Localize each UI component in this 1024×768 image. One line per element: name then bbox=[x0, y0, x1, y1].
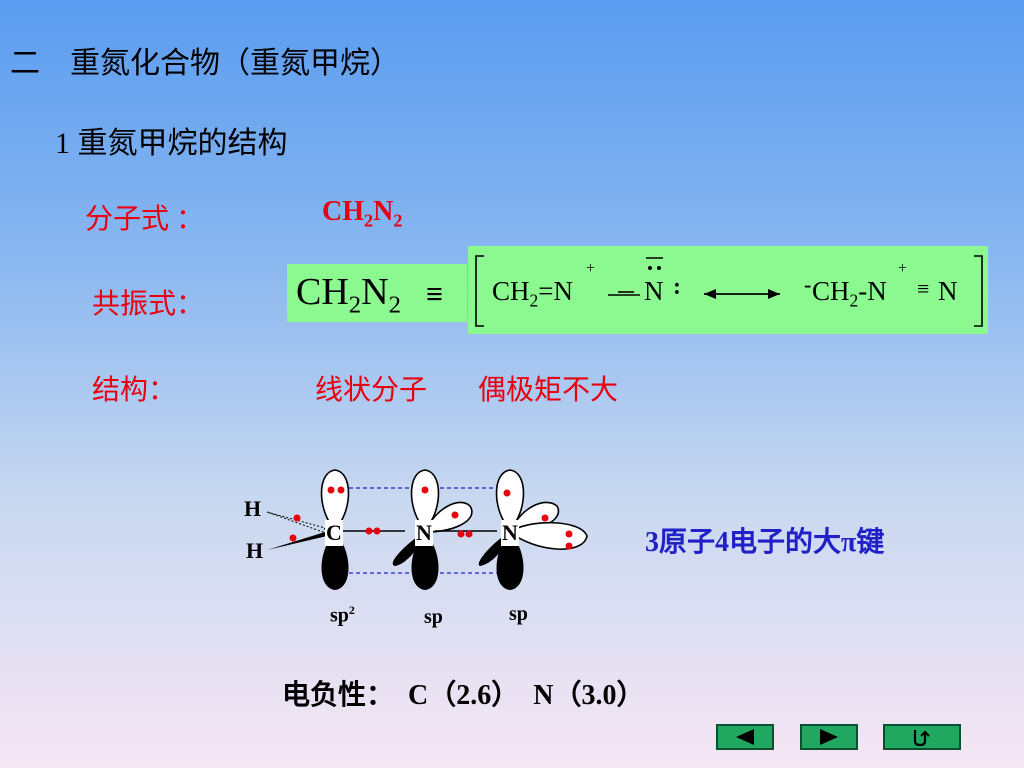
formula-label: 分子式 ： bbox=[85, 204, 205, 235]
resonance-form-2: CH2-N bbox=[812, 276, 887, 311]
r1-plus-charge: + bbox=[586, 260, 596, 277]
hybridization-n2: sp bbox=[509, 603, 528, 625]
n1-sp-lobe bbox=[423, 501, 473, 533]
h-atom-upper: H bbox=[244, 496, 262, 521]
hybridization-n1: sp bbox=[424, 606, 443, 628]
next-slide-button[interactable] bbox=[800, 724, 858, 750]
electronegativity: 电负性： C（2.6） N（3.0） bbox=[282, 680, 645, 711]
lone-pair-dot bbox=[657, 266, 661, 270]
right-bracket bbox=[974, 255, 983, 327]
slide-title: 二 重氮化合物（重氮甲烷） bbox=[10, 47, 400, 80]
return-button[interactable] bbox=[883, 724, 961, 750]
r2-plus-charge: + bbox=[898, 260, 908, 277]
structure-label: 结构： bbox=[92, 375, 177, 406]
lone-pair-dot bbox=[648, 266, 652, 270]
resonance-lhs-formula: CH2N2 bbox=[296, 271, 401, 319]
n2-sp-lobe-right bbox=[508, 521, 588, 550]
c-h-wedge-bond bbox=[267, 532, 327, 550]
c-p-lobe-lower bbox=[321, 532, 349, 590]
resonance-arrowhead-right bbox=[768, 289, 780, 299]
resonance-form-1: CH2=N bbox=[492, 276, 574, 311]
n1-p-lobe-lower bbox=[411, 532, 439, 590]
r1-terminal-n: N bbox=[644, 276, 664, 306]
structure-linear: 线状分子 bbox=[315, 375, 428, 406]
left-bracket bbox=[475, 255, 484, 327]
return-icon bbox=[913, 730, 930, 747]
n1-p-lobe-upper bbox=[410, 469, 440, 532]
section-subtitle: 1 重氮甲烷的结构 bbox=[55, 127, 288, 160]
h-atom-lower: H bbox=[246, 538, 264, 563]
r2-terminal-n: N bbox=[938, 276, 958, 306]
molecular-formula: CH2N2 bbox=[322, 196, 403, 231]
triangle-left-icon bbox=[736, 729, 754, 745]
orbital-diagram bbox=[266, 469, 588, 590]
electron-dots bbox=[289, 486, 573, 550]
r2-triple-bond: ≡ bbox=[917, 276, 930, 301]
equiv-sign: ≡ bbox=[426, 278, 444, 311]
resonance-structures-box: CH2=N + N : - CH2-N + ≡ N bbox=[468, 246, 988, 334]
c-p-lobe-upper bbox=[320, 469, 350, 532]
triangle-right-icon bbox=[820, 729, 838, 745]
structure-dipole: 偶极矩不大 bbox=[478, 375, 619, 406]
n-atom-2: N bbox=[501, 520, 519, 546]
resonance-label: 共振式： bbox=[92, 289, 205, 320]
resonance-arrowhead-left bbox=[704, 289, 716, 299]
n-atom-1: N bbox=[415, 520, 433, 546]
resonance-bracket-svg bbox=[475, 255, 983, 327]
n2-p-lobe-upper bbox=[495, 469, 525, 532]
c-atom: C bbox=[325, 520, 343, 546]
prev-slide-button[interactable] bbox=[716, 724, 774, 750]
r1-lone-pair: : bbox=[673, 274, 681, 300]
pi-bond-description: 3原子4电子的大π键 bbox=[645, 527, 885, 558]
r2-minus-charge: - bbox=[804, 272, 812, 297]
resonance-lhs-box bbox=[287, 264, 467, 322]
hybridization-c: sp2 bbox=[330, 603, 355, 627]
